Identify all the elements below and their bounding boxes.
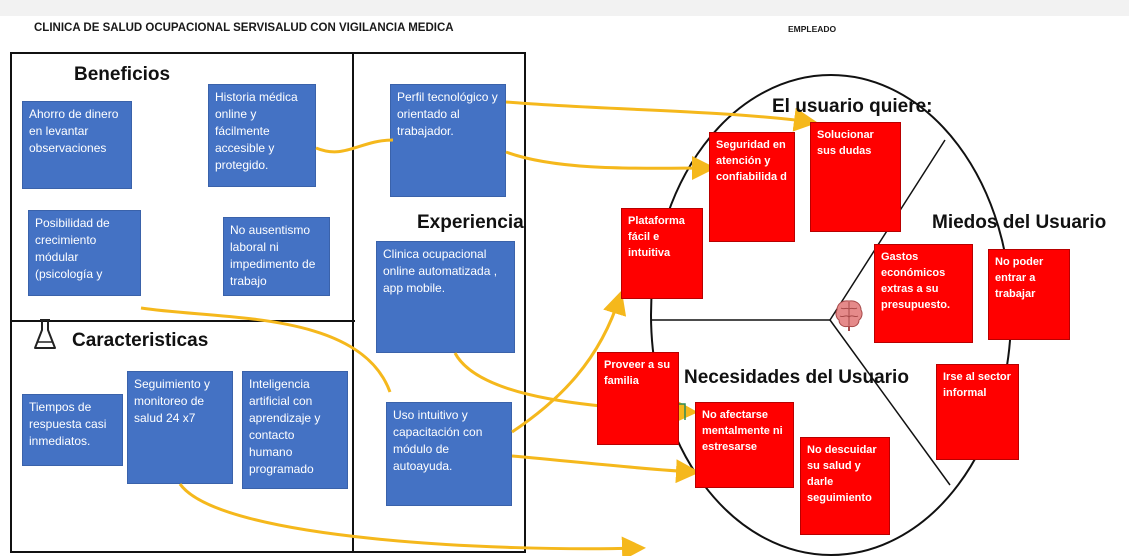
arrow-historia-perfil bbox=[315, 138, 394, 154]
arrow-perfil-seguridad bbox=[505, 150, 716, 181]
top-band bbox=[0, 0, 1129, 16]
vertical-divider-left bbox=[352, 52, 354, 551]
fear-sector-informal: Irse al sector informal bbox=[936, 364, 1019, 460]
want-plataforma: Plataforma fácil e intuitiva bbox=[621, 208, 703, 299]
need-no-afectarse: No afectarse mentalmente ni estresarse bbox=[695, 402, 794, 488]
feature-inteligencia-artificial: Inteligencia artificial con aprendizaje … bbox=[242, 371, 348, 489]
heading-miedos: Miedos del Usuario bbox=[932, 212, 1107, 233]
page-title: CLINICA DE SALUD OCUPACIONAL SERVISALUD … bbox=[34, 22, 454, 34]
arrow-uso-noafectarse bbox=[511, 454, 700, 484]
want-solucionar-dudas: Solucionar sus dudas bbox=[810, 122, 901, 232]
arrow-seguimiento-bottom bbox=[178, 483, 646, 556]
need-proveer-familia: Proveer a su familia bbox=[597, 352, 679, 445]
persona-label: EMPLEADO bbox=[788, 24, 837, 34]
benefit-historia-medica: Historia médica online y fácilmente acce… bbox=[208, 84, 316, 187]
heading-necesidades: Necesidades del Usuario bbox=[684, 367, 909, 388]
need-no-descuidar: No descuidar su salud y darle seguimient… bbox=[800, 437, 890, 535]
heading-experiencia: Experiencia bbox=[417, 212, 524, 233]
want-seguridad: Seguridad en atención y confiabilida d bbox=[709, 132, 795, 242]
benefit-ahorro: Ahorro de dinero en levantar observacion… bbox=[22, 101, 132, 189]
fear-gastos: Gastos económicos extras a su presupuest… bbox=[874, 244, 973, 343]
experience-clinica-online: Clinica ocupacional online automatizada … bbox=[376, 241, 515, 353]
feature-seguimiento: Seguimiento y monitoreo de salud 24 x7 bbox=[127, 371, 233, 484]
experience-uso-intuitivo: Uso intuitivo y capacitación con módulo … bbox=[386, 402, 512, 506]
benefit-crecimiento-modular: Posibilidad de crecimiento módular (psic… bbox=[28, 210, 141, 296]
divider-line-lower bbox=[829, 319, 951, 486]
value-proposition-canvas bbox=[10, 52, 526, 553]
arrow-uso-plataforma bbox=[511, 290, 627, 434]
feature-tiempos-respuesta: Tiempos de respuesta casi inmediatos. bbox=[22, 394, 123, 466]
flask-icon bbox=[32, 318, 58, 352]
arrow-crecimiento-uso bbox=[140, 306, 392, 393]
heading-beneficios: Beneficios bbox=[74, 64, 171, 85]
horizontal-divider bbox=[10, 320, 355, 322]
arrow-perfil-solucionar bbox=[505, 100, 818, 132]
brain-icon bbox=[834, 298, 864, 332]
fear-no-poder-entrar: No poder entrar a trabajar bbox=[988, 249, 1070, 340]
heading-caracteristicas: Caracteristicas bbox=[72, 330, 209, 351]
benefit-no-ausentismo: No ausentismo laboral ni impedimento de … bbox=[223, 217, 330, 296]
heading-usuario-quiere: El usuario quiere: bbox=[772, 96, 933, 117]
